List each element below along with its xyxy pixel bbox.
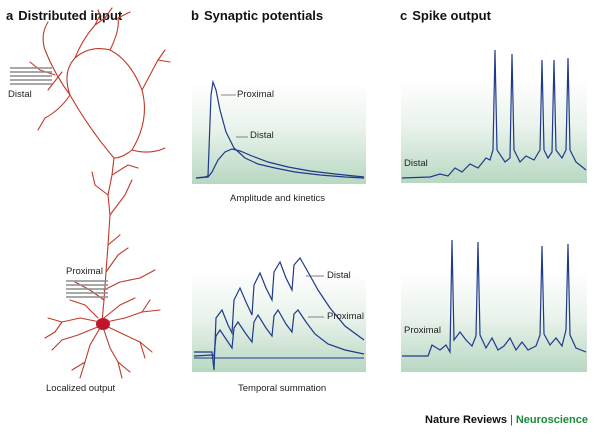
panel-b-bottom-box [192,272,366,372]
distal-summation-trace [194,256,365,371]
panel-b-bottom-label-distal: Distal [327,270,351,281]
panel-c-bottom-box [401,272,587,372]
panel-a-label-distal: Distal [8,89,32,100]
panel-c-header: c Spike output [400,8,491,23]
proximal-spike-trace [402,239,587,357]
proximal-input-lines [66,280,108,298]
panel-a-title: Distributed input [18,8,123,23]
panel-b-top-traces [195,79,365,179]
panel-a-caption: Localized output [46,383,116,394]
panel-b-top-label-proximal: Proximal [237,89,274,100]
panel-c-top-label: Distal [404,158,428,169]
panel-b-header: b Synaptic potentials [191,8,323,23]
distal-input-lines [10,67,52,85]
credit-publisher: Nature Reviews [425,414,507,426]
panel-b-letter: b [191,8,199,23]
credit-separator: | [509,414,513,426]
panel-c-title: Spike output [412,8,491,23]
panel-c-letter: c [400,8,408,23]
panel-b-bottom-caption: Temporal summation [238,383,327,394]
panel-b-top-caption: Amplitude and kinetics [230,193,326,204]
panel-a-header: a Distributed input [6,8,122,23]
panel-a-label-proximal: Proximal [66,266,103,277]
proximal-epsp-trace [195,79,365,179]
soma [96,318,110,330]
journal-credit: Nature Reviews|Neuroscience [425,414,588,426]
proximal-summation-trace [193,308,365,357]
panel-a-letter: a [6,8,14,23]
panel-b-top-label-distal: Distal [250,130,274,141]
credit-journal: Neuroscience [515,414,588,426]
distal-spike-trace [401,49,587,179]
panel-c-bottom-label: Proximal [404,325,441,336]
panel-b-bottom-label-proximal: Proximal [327,311,364,322]
panel-b-top-box [192,82,366,184]
panel-b-title: Synaptic potentials [203,8,324,23]
distal-epsp-trace [195,148,365,179]
panel-b-bottom-traces [193,256,365,371]
